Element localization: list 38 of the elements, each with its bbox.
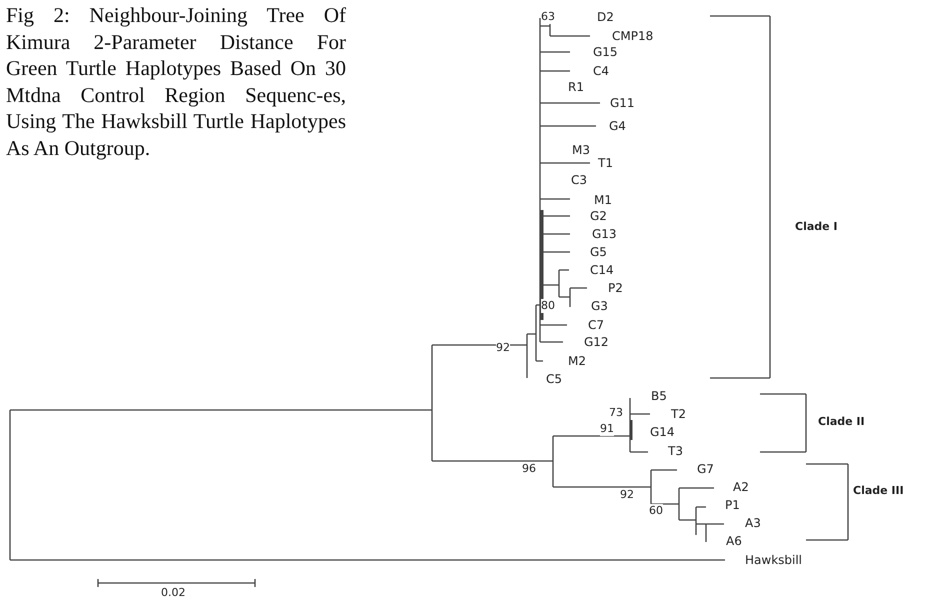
clade-label: Clade I (795, 220, 838, 234)
taxon-label: C7 (588, 318, 604, 332)
taxon-label: P2 (608, 281, 623, 295)
taxon-label: M3 (572, 143, 590, 157)
clade-label: Clade II (818, 415, 865, 429)
taxon-label: T3 (668, 444, 683, 458)
taxon-label: G12 (584, 335, 609, 349)
taxon-label: G7 (697, 462, 714, 476)
figure-caption: Fig 2: Neighbour-Joining Tree Of Kimura 2-Parameter Distance For Green Turtle Haplotypes Based On 30 Mtdna Control Region Sequenc-es, Using The Hawksbill Turtle Haplotypes As An Outgroup. (6, 2, 346, 161)
taxon-label: R1 (568, 80, 584, 94)
taxon-label: G14 (650, 425, 675, 439)
taxon-label: T1 (598, 156, 613, 170)
taxon-label: C3 (571, 173, 588, 187)
clade-label: Clade III (853, 484, 904, 498)
taxon-label: M2 (568, 354, 586, 368)
taxon-label: T2 (671, 407, 686, 421)
bootstrap-value: 80 (541, 299, 555, 313)
taxon-label: B5 (651, 389, 667, 403)
taxon-label: G2 (590, 209, 607, 223)
taxon-label: M1 (594, 193, 612, 207)
taxon-label: A3 (745, 516, 761, 530)
taxon-label: C4 (593, 64, 610, 78)
taxon-label: A2 (733, 480, 749, 494)
taxon-label: P1 (725, 498, 740, 512)
taxon-label: C14 (590, 263, 614, 277)
taxon-label: G13 (592, 227, 617, 241)
bootstrap-value: 63 (541, 10, 555, 24)
taxon-label: G3 (591, 299, 608, 313)
taxon-label: G11 (610, 96, 635, 110)
taxon-label: G5 (590, 245, 607, 259)
taxon-label: G4 (609, 119, 626, 133)
bootstrap-value: 91 (600, 422, 614, 436)
taxon-label: D2 (597, 10, 614, 24)
taxon-label: A6 (726, 534, 742, 548)
taxon-label: Hawksbill (745, 553, 802, 567)
taxon-label: C5 (546, 372, 562, 386)
taxon-label: G15 (593, 45, 618, 59)
taxon-label: CMP18 (612, 29, 654, 43)
